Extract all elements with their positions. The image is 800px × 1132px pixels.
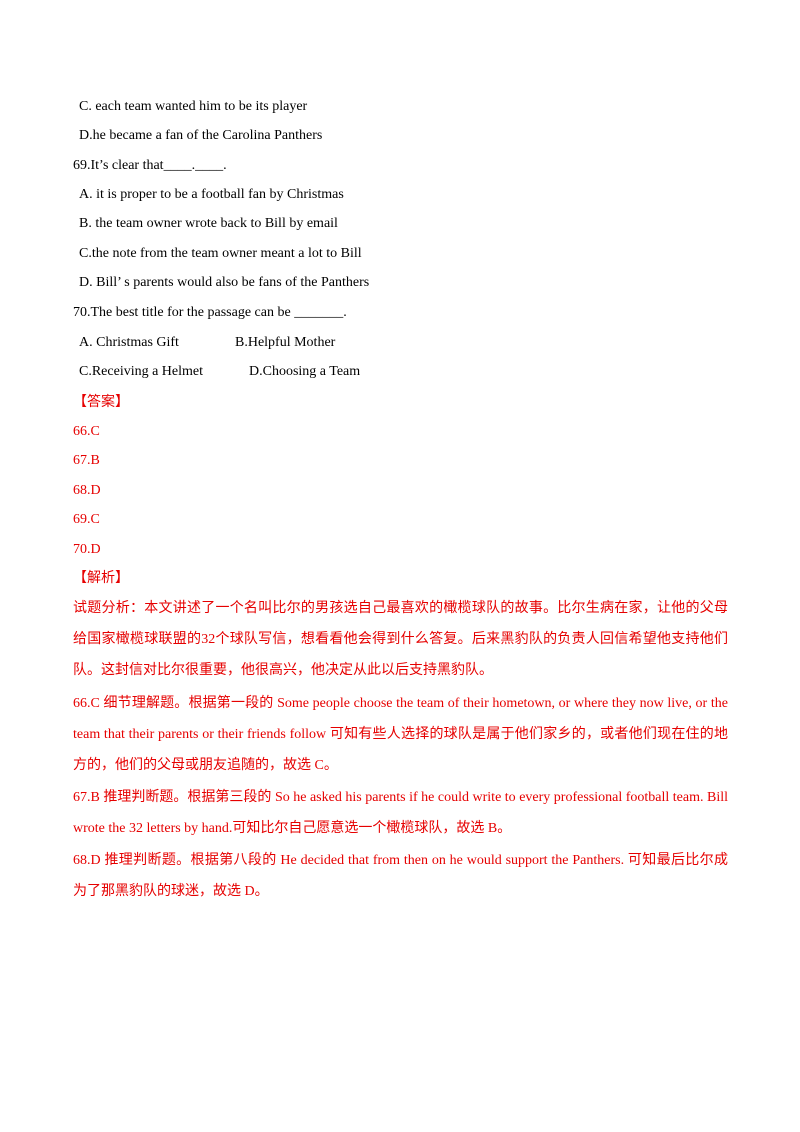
analysis-heading: 【解析】 [73, 571, 129, 586]
analysis-q67: 67.B 推理判断题。根据第三段的 So he asked his parent… [73, 790, 728, 836]
answer-66: 66.C [73, 424, 100, 439]
q68-option-c: C. each team wanted him to be its player [79, 99, 308, 114]
q69-stem: 69.It’s clear that____.____. [73, 158, 227, 173]
analysis-summary: 试题分析：本文讲述了一个名叫比尔的男孩选自己最喜欢的橄榄球队的故事。比尔生病在家… [73, 601, 728, 678]
q69-option-d: D. Bill’ s parents would also be fans of… [79, 275, 370, 290]
q70-option-a: A. Christmas Gift [79, 335, 179, 350]
q68-option-d: D.he became a fan of the Carolina Panthe… [79, 128, 323, 143]
q70-option-b: B.Helpful Mother [235, 335, 336, 350]
q69-option-a: A. it is proper to be a football fan by … [79, 187, 344, 202]
analysis-q68: 68.D 推理判断题。根据第八段的 He decided that from t… [73, 853, 728, 899]
q69-option-c: C.the note from the team owner meant a l… [79, 246, 362, 261]
analysis-q66: 66.C 细节理解题。根据第一段的 Some people choose the… [73, 696, 728, 773]
answer-68: 68.D [73, 483, 101, 498]
answer-70: 70.D [73, 542, 101, 557]
q70-stem: 70.The best title for the passage can be… [73, 305, 347, 320]
q70-option-c: C.Receiving a Helmet [79, 364, 204, 379]
q70-option-d: D.Choosing a Team [249, 364, 361, 379]
answer-heading: 【答案】 [73, 395, 129, 410]
answer-67: 67.B [73, 453, 100, 468]
q69-option-b: B. the team owner wrote back to Bill by … [79, 216, 338, 231]
answer-69: 69.C [73, 512, 100, 527]
